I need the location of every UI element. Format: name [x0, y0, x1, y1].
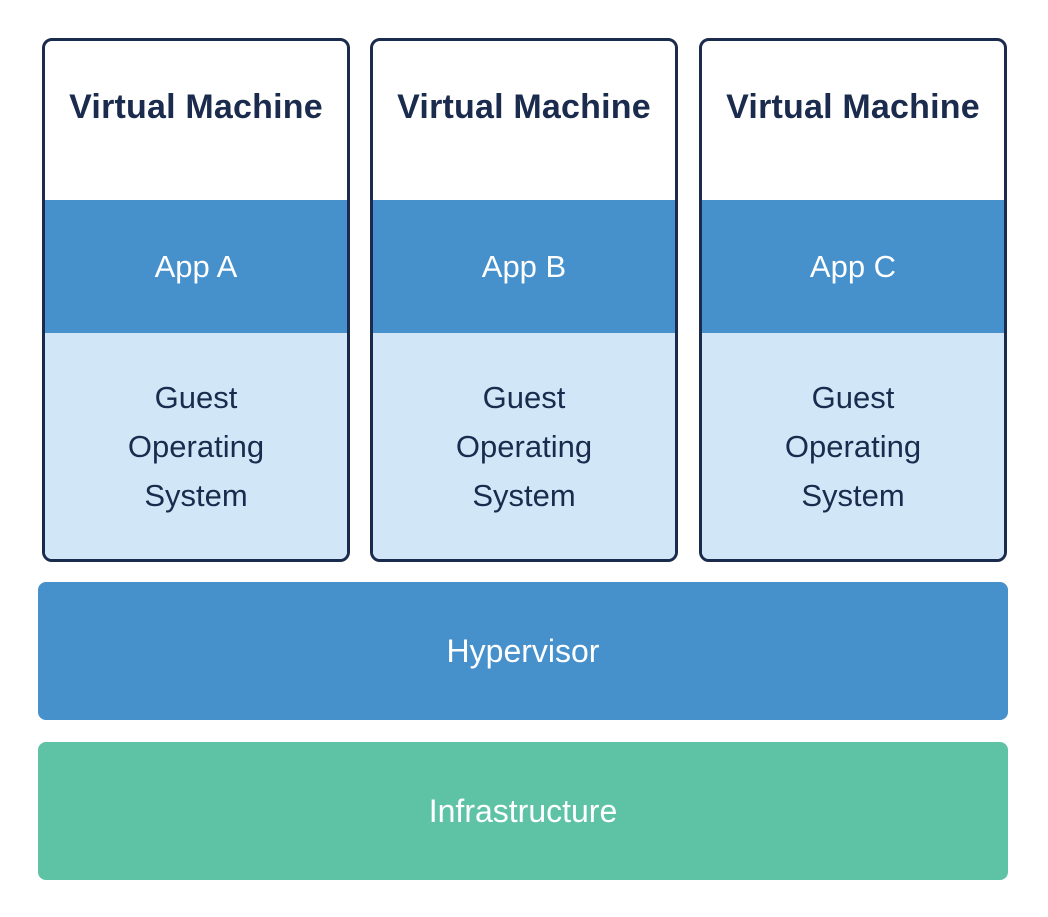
vm-title: Virtual Machine: [397, 88, 651, 126]
vm-title: Virtual Machine: [726, 88, 980, 126]
hypervisor-layer: Hypervisor: [38, 582, 1008, 720]
vm-box-1: Virtual Machine App A Guest Operating Sy…: [42, 38, 350, 562]
guest-os-label: Guest Operating System: [455, 379, 593, 513]
vm-title: Virtual Machine: [69, 88, 323, 126]
vm-box-3: Virtual Machine App C Guest Operating Sy…: [699, 38, 1007, 562]
app-label: App B: [481, 248, 567, 284]
guest-os-layer: Guest Operating System: [45, 333, 347, 559]
app-label: App A: [154, 248, 238, 284]
app-layer: App A: [45, 200, 347, 333]
vm-box-2: Virtual Machine App B Guest Operating Sy…: [370, 38, 678, 562]
app-label: App C: [809, 248, 897, 284]
guest-os-label: Guest Operating System: [784, 379, 922, 513]
infrastructure-label: Infrastructure: [428, 792, 618, 829]
hypervisor-label: Hypervisor: [446, 632, 600, 669]
guest-os-layer: Guest Operating System: [702, 333, 1004, 559]
app-layer: App B: [373, 200, 675, 333]
app-layer: App C: [702, 200, 1004, 333]
guest-os-label: Guest Operating System: [127, 379, 265, 513]
guest-os-layer: Guest Operating System: [373, 333, 675, 559]
infrastructure-layer: Infrastructure: [38, 742, 1008, 880]
